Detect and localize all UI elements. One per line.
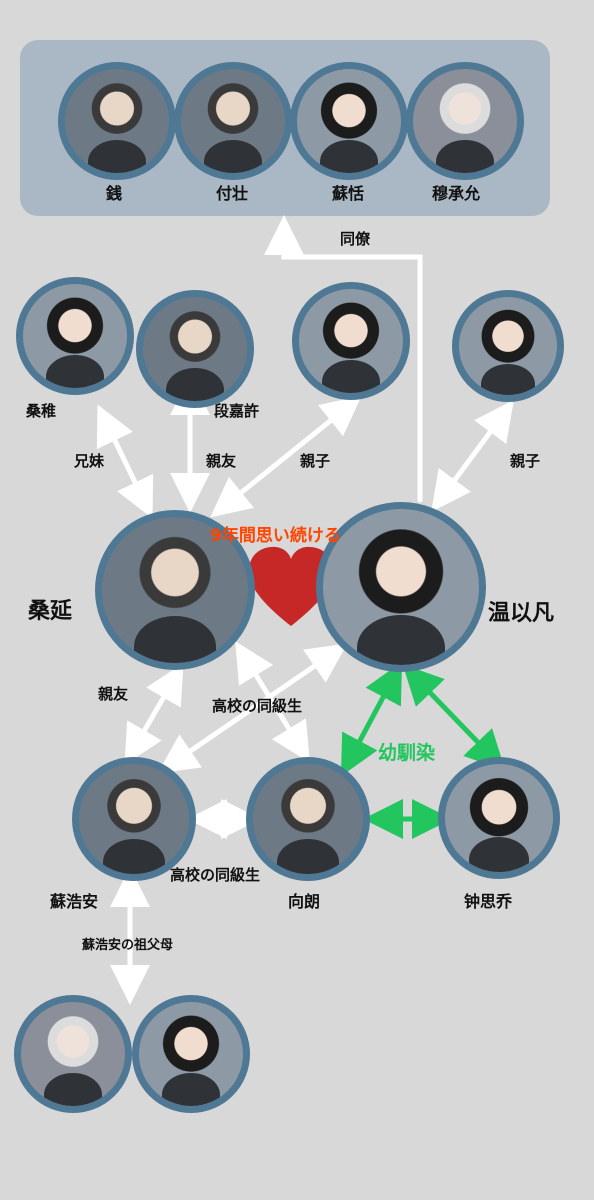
love-caption: 9年間思い続ける	[210, 526, 341, 546]
name-xianglang: 向朗	[288, 892, 321, 911]
portrait-sangyan	[95, 510, 255, 670]
name-sangzhi: 桑稚	[26, 402, 57, 420]
label-close-friend-top: 親友	[206, 452, 237, 470]
label-colleague: 同僚	[340, 230, 371, 248]
arrow-green-right	[402, 664, 506, 771]
portrait-zhongsiqiao	[438, 757, 560, 879]
portrait-duanjiaxu	[136, 290, 254, 408]
name-wenyifan: 温以凡	[488, 601, 555, 626]
arrow-siblings	[96, 404, 154, 519]
arrow-green-left	[340, 661, 403, 777]
name-sutian: 蘇恬	[332, 184, 365, 203]
name-muchengyun: 穆承允	[432, 184, 481, 203]
portrait-grandmother	[132, 995, 250, 1113]
label-parent-right: 親子	[510, 452, 541, 470]
label-grandparents: 蘇浩安の祖父母	[82, 938, 174, 953]
portrait-sutian	[290, 62, 408, 180]
portrait-fuzhuang	[174, 62, 292, 180]
arrow-parent-left	[210, 395, 362, 518]
name-zhongsiqiao: 钟思乔	[464, 892, 513, 911]
label-childhood-friends: 幼馴染	[378, 742, 436, 764]
name-qian: 銭	[106, 184, 123, 203]
label-close-friend-bottom: 親友	[98, 685, 129, 703]
label-parent-left: 親子	[300, 452, 331, 470]
label-hs-classmates-bottom: 高校の同級生	[170, 866, 261, 884]
label-siblings: 兄妹	[74, 452, 105, 470]
portrait-wenyifan	[316, 502, 486, 672]
portrait-sangzhi	[16, 277, 134, 395]
portrait-grandfather	[14, 995, 132, 1113]
label-hs-classmates-top: 高校の同級生	[212, 697, 303, 715]
portrait-mother-wen	[452, 290, 564, 402]
heart-icon	[248, 546, 334, 626]
name-fuzhuang: 付壮	[216, 184, 249, 203]
name-suhaoan: 蘇浩安	[50, 892, 99, 911]
portrait-suhaoan	[72, 757, 196, 881]
portrait-mother-sang	[292, 282, 410, 400]
arrow-close-friend-bottom	[124, 663, 184, 765]
arrow-parent-right	[431, 399, 514, 513]
portrait-xianglang	[246, 757, 370, 881]
portrait-qian	[58, 62, 176, 180]
arrow-hs-center	[235, 641, 310, 763]
portrait-muchengyun	[406, 62, 524, 180]
name-duanjiaxu: 段嘉許	[214, 402, 260, 420]
arrow-colleague	[264, 215, 423, 503]
name-sangyan: 桑延	[28, 599, 73, 624]
